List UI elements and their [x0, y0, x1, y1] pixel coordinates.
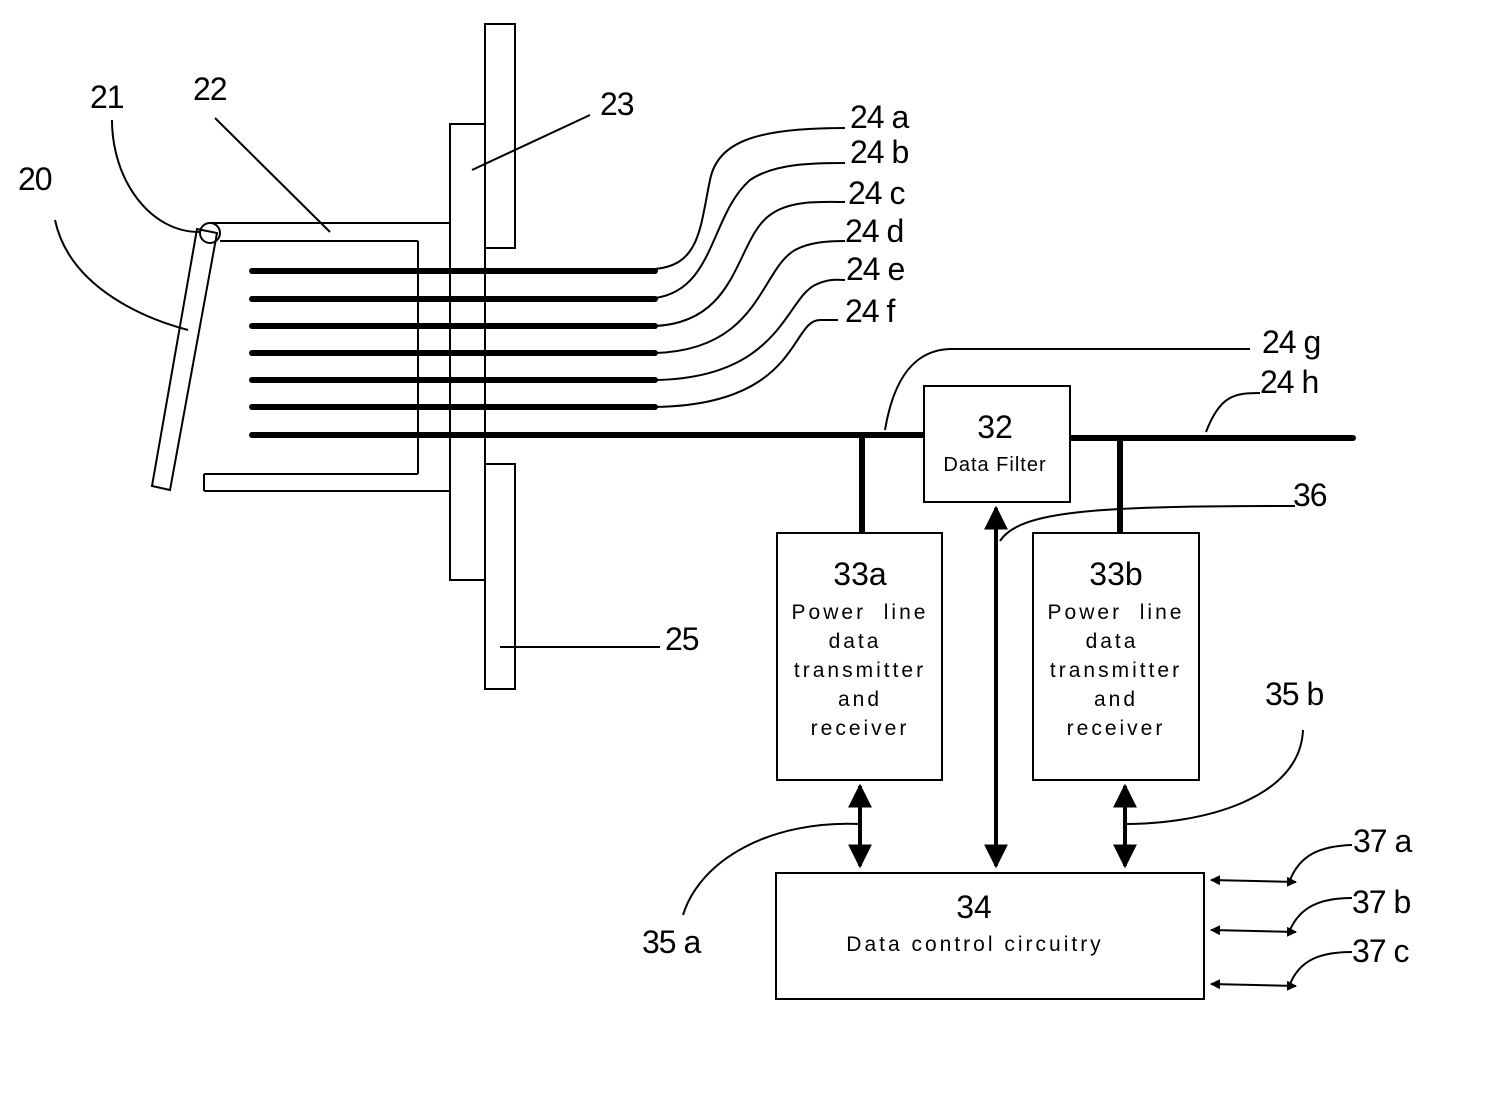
label-24b: 24 b: [850, 134, 908, 170]
plc-a-line5: receiver: [811, 717, 910, 740]
label-24g: 24 g: [1262, 324, 1320, 360]
plc-b-line3: transmitter: [1050, 659, 1182, 682]
arrow-37b: [1211, 930, 1296, 932]
upper-bracket: [485, 24, 515, 248]
label-23: 23: [600, 86, 634, 122]
io-arrows: [1211, 880, 1296, 986]
data-control-box: 34 Data control circuitry: [776, 873, 1204, 999]
door-panel: [152, 229, 217, 490]
label-25: 25: [665, 621, 699, 657]
label-21: 21: [90, 79, 124, 115]
plc-a-line4: and: [838, 688, 882, 711]
label-35a: 35 a: [642, 924, 701, 960]
plc-a-line1: Power line: [792, 601, 929, 624]
reference-labels: 20 21 22 23 24 a 24 b 24 c 24 d 24 e 24 …: [18, 71, 1412, 969]
plc-a-line2: data: [829, 630, 882, 653]
plc-a-box: 33a Power line data transmitter and rece…: [777, 533, 942, 780]
label-22: 22: [193, 71, 227, 107]
label-37c: 37 c: [1352, 933, 1409, 969]
plc-b-line2: data: [1086, 630, 1139, 653]
housing: [204, 223, 450, 491]
plc-b-box: 33b Power line data transmitter and rece…: [1033, 533, 1199, 780]
control-text: Data control circuitry: [846, 933, 1103, 956]
plc-b-number: 33b: [1089, 556, 1142, 592]
plc-a-line3: transmitter: [794, 659, 926, 682]
arrow-37c: [1211, 984, 1296, 986]
power-lines: [252, 271, 655, 407]
label-36: 36: [1293, 477, 1327, 513]
label-37b: 37 b: [1352, 884, 1410, 920]
label-35b: 35 b: [1265, 676, 1323, 712]
label-20: 20: [18, 161, 52, 197]
data-filter-box: 32 Data Filter: [924, 386, 1070, 502]
label-24c: 24 c: [848, 175, 905, 211]
control-number: 34: [956, 889, 992, 925]
filter-number: 32: [977, 409, 1013, 445]
plc-b-line4: and: [1094, 688, 1138, 711]
label-24f: 24 f: [845, 293, 895, 329]
label-24d: 24 d: [845, 213, 903, 249]
plc-b-line1: Power line: [1048, 601, 1185, 624]
label-24a: 24 a: [850, 99, 909, 135]
label-37a: 37 a: [1353, 823, 1412, 859]
plc-a-number: 33a: [833, 556, 887, 592]
label-24h: 24 h: [1260, 364, 1318, 400]
label-24e: 24 e: [846, 251, 904, 287]
plc-b-line5: receiver: [1067, 717, 1166, 740]
lower-bracket: [485, 464, 515, 689]
filter-text: Data Filter: [943, 454, 1046, 476]
arrow-37a: [1211, 880, 1296, 882]
